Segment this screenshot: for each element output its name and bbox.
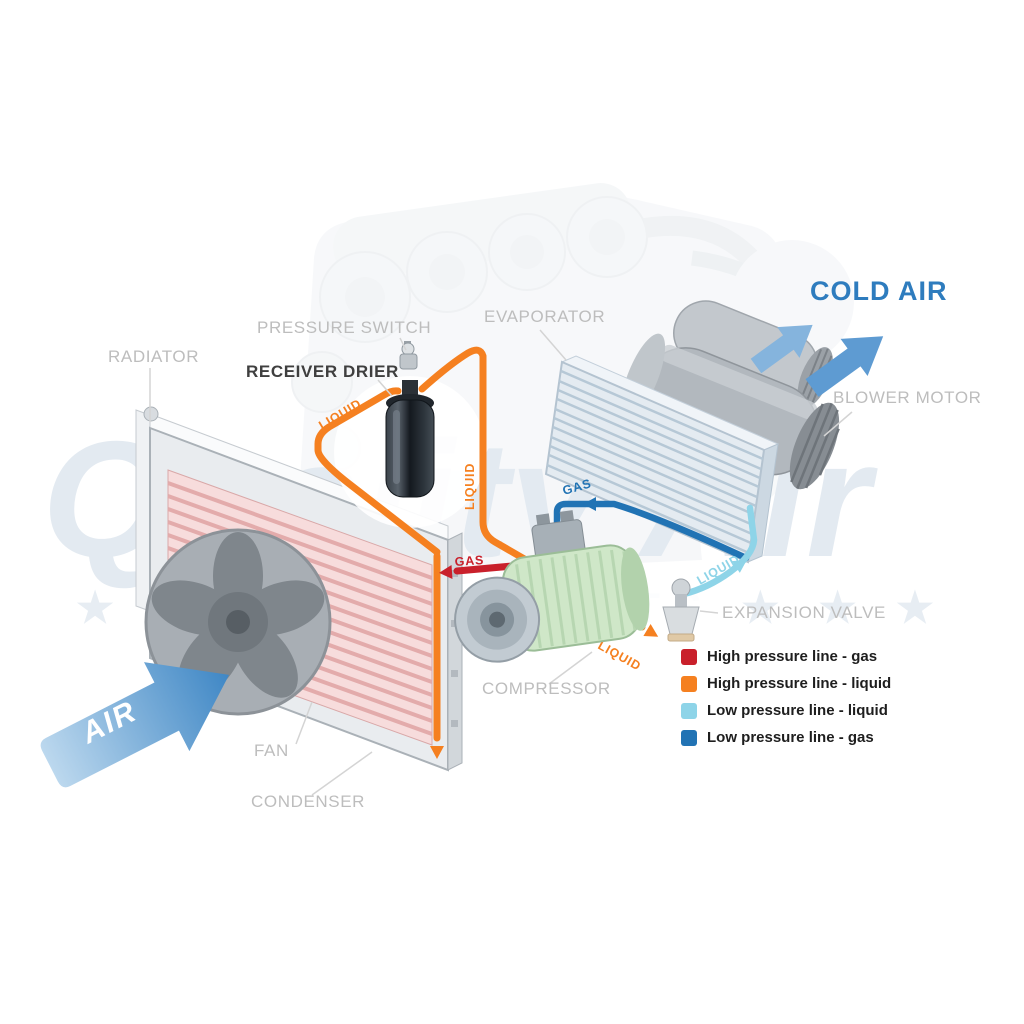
label-pressure-switch: PRESSURE SWITCH — [257, 318, 431, 337]
air-flow-arrow — [40, 662, 230, 788]
expansion-valve — [662, 578, 700, 642]
flow-label-liquid-valve: LIQUID — [596, 638, 644, 673]
legend-label-hp-liquid: High pressure line - liquid — [707, 675, 892, 692]
legend-label-lp-gas: Low pressure line - gas — [707, 729, 874, 746]
flow-arrow-liquid-valve-icon — [643, 623, 659, 637]
compressor — [454, 510, 650, 663]
pipe-high-pressure-liquid-to-drier — [314, 387, 441, 556]
label-radiator: RADIATOR — [108, 347, 199, 366]
label-fan: FAN — [254, 741, 289, 760]
refrigerant-lines — [314, 346, 758, 759]
label-expansion-valve: EXPANSION VALVE — [722, 603, 886, 622]
legend-item-hp-gas: High pressure line - gas — [681, 648, 951, 665]
cold-air-arrow-small-icon — [750, 324, 813, 374]
flow-label-liquid-drop: LIQUID — [463, 463, 477, 510]
leader-expansion-valve — [699, 610, 719, 614]
leader-blower-motor — [823, 411, 853, 437]
evaporator — [544, 355, 780, 564]
legend-swatch-hp-gas — [681, 648, 697, 665]
leader-receiver-drier — [377, 379, 393, 397]
label-compressor: COMPRESSOR — [482, 679, 611, 698]
legend-item-lp-liquid: Low pressure line - liquid — [681, 702, 951, 719]
label-condenser: CONDENSER — [251, 792, 365, 811]
blower-front-grille — [790, 402, 840, 490]
leader-compressor — [548, 651, 593, 685]
legend-label-lp-liquid: Low pressure line - liquid — [707, 702, 888, 719]
legend-item-hp-liquid: High pressure line - liquid — [681, 675, 951, 692]
pressure-switch — [399, 341, 418, 370]
leader-evaporator — [539, 329, 567, 361]
legend-swatch-lp-gas — [681, 729, 697, 746]
pipe-low-pressure-liquid — [680, 504, 758, 598]
legend-swatch-hp-liquid — [681, 675, 697, 692]
leader-condenser — [311, 751, 373, 796]
leader-lines — [149, 329, 853, 796]
flow-arrow-lp-liquid-icon — [732, 559, 747, 573]
legend: High pressure line - gas High pressure l… — [681, 648, 951, 756]
flow-arrow-liquid-down-icon — [430, 746, 444, 759]
cold-air-arrow-large-icon — [805, 336, 884, 397]
evaporator-fins — [546, 369, 764, 555]
cold-air-arrows — [750, 324, 884, 397]
cold-air-label: COLD AIR — [810, 276, 948, 306]
label-receiver-drier: RECEIVER DRIER — [246, 362, 399, 381]
label-blower-motor: BLOWER MOTOR — [833, 388, 982, 407]
legend-item-lp-gas: Low pressure line - gas — [681, 729, 951, 746]
pipe-low-pressure-gas — [553, 500, 750, 562]
pipe-high-pressure-liquid-drier-to-valve — [418, 346, 646, 631]
flow-arrow-gas-condenser-icon — [439, 565, 453, 579]
flow-label-discharge-gas: GAS — [454, 553, 484, 569]
receiver-drier — [385, 380, 435, 498]
leader-fan — [295, 701, 313, 745]
cooling-fan — [144, 528, 332, 716]
label-evaporator: EVAPORATOR — [484, 307, 605, 326]
legend-label-hp-gas: High pressure line - gas — [707, 648, 878, 665]
flow-arrow-suction-gas-icon — [583, 497, 596, 511]
legend-swatch-lp-liquid — [681, 702, 697, 719]
leader-pressure-switch — [399, 337, 407, 351]
